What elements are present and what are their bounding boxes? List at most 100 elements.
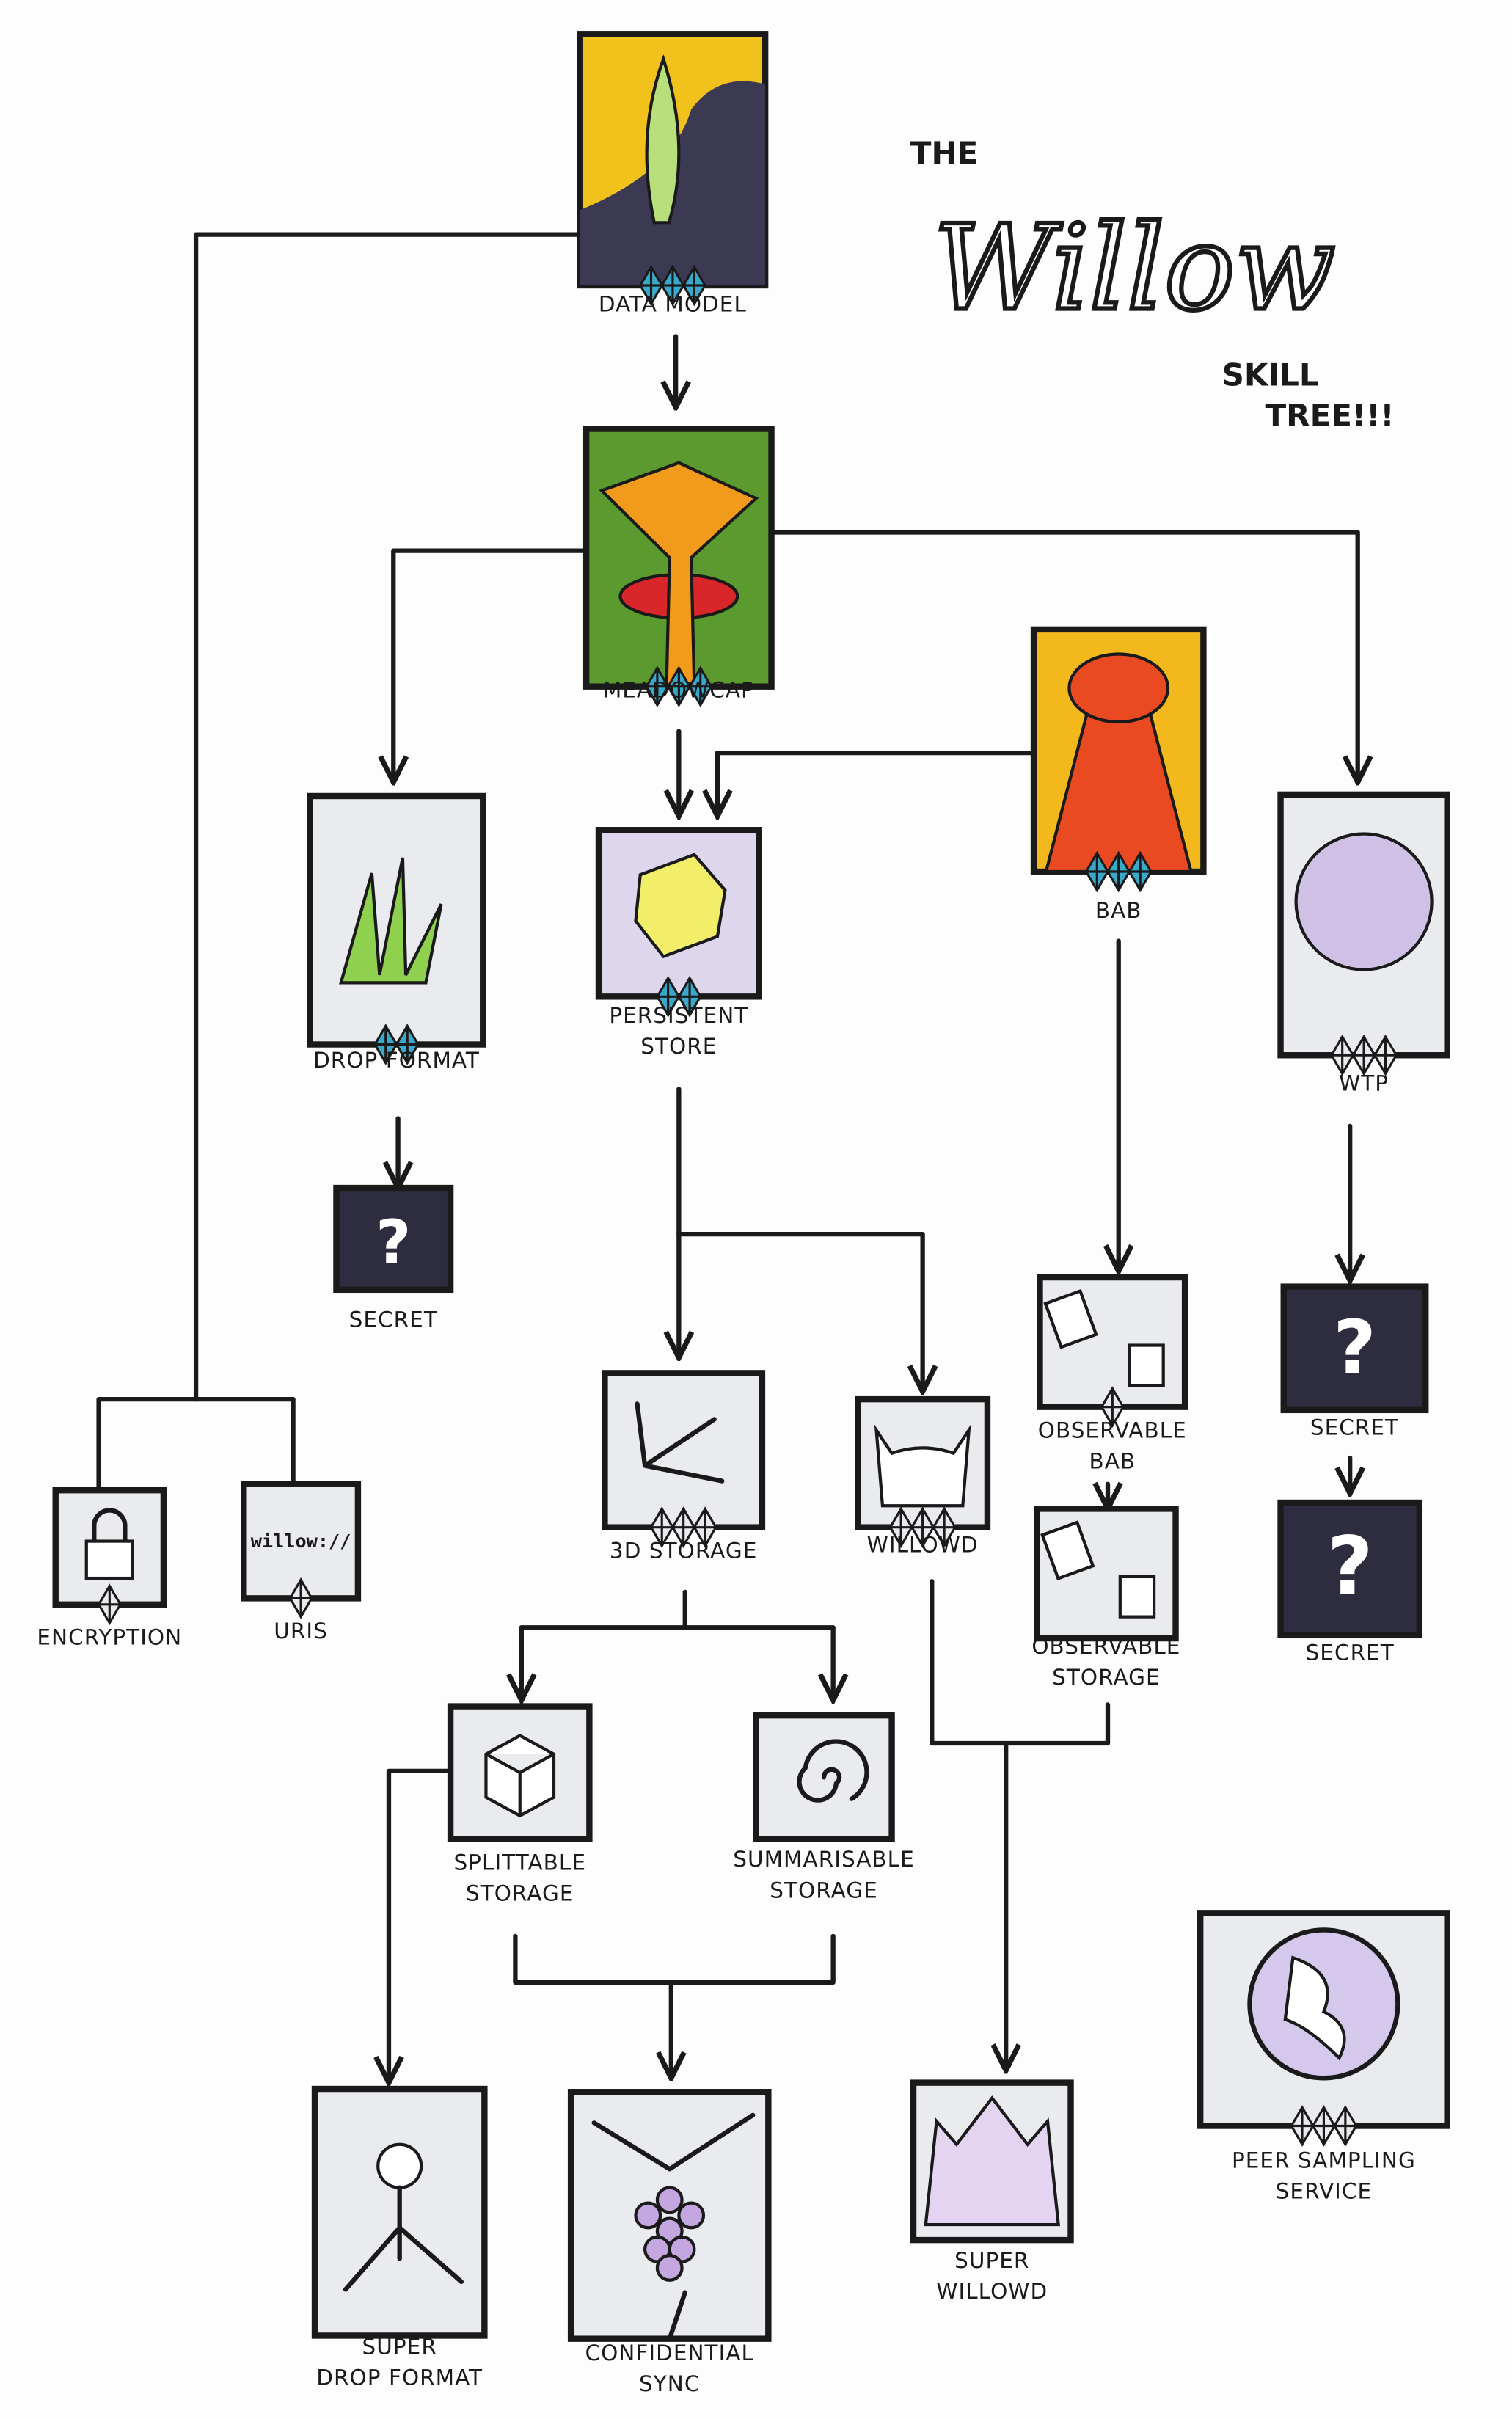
sprout-icon (645, 54, 681, 225)
skill-node-splittable-storage[interactable]: SPLITTABLE STORAGE (447, 1703, 593, 1906)
skill-node-data-model[interactable]: DATA MODEL (577, 31, 769, 317)
node-box (567, 2089, 772, 2342)
arrow-connector (676, 1231, 922, 1388)
node-label: WILLOWD (936, 2279, 1048, 2304)
gem-icon (671, 1506, 696, 1549)
lock-shackle-icon (92, 1508, 128, 1544)
node-label: 3D STORAGE (610, 1539, 757, 1564)
node-label: ENCRYPTION (37, 1624, 182, 1649)
node-label: WTP (1339, 1071, 1389, 1096)
split-cube-icon (484, 1734, 556, 1818)
node-box (1280, 1283, 1429, 1414)
grape-icon (655, 2186, 684, 2214)
gem-icon (660, 264, 685, 307)
skill-node-encryption[interactable]: ENCRYPTION (37, 1486, 182, 1649)
skill-node-secret-2[interactable]: ?SECRET (1280, 1283, 1429, 1440)
gem-icon (645, 665, 670, 708)
gem-icon (97, 1583, 122, 1626)
nodes: DATA MODEL MEADOWCAP BAB DROP FORMAT PERSIST… (37, 31, 1450, 2396)
node-label: SPLITTABLE (453, 1850, 586, 1875)
connector-line (930, 1579, 1111, 1746)
title-the: THE (910, 135, 979, 171)
3d-axes-icon (635, 1401, 725, 1484)
skill-node-meadowcap[interactable]: MEADOWCAP (582, 426, 775, 708)
skill-node-3d-storage[interactable]: 3D STORAGE (602, 1370, 766, 1564)
node-box (1277, 1499, 1423, 1639)
node-label: SERVICE (1276, 2178, 1372, 2203)
question-mark-icon: ? (1327, 1519, 1373, 1613)
node-label: STORAGE (1052, 1665, 1161, 1690)
crack-icon (591, 2112, 756, 2341)
connector-line (513, 1933, 836, 1985)
gem-icon (932, 1506, 957, 1549)
node-label: SUPER (954, 2248, 1029, 2273)
grape-icon (655, 2254, 684, 2282)
tower-icon (1067, 652, 1170, 724)
node-label: PERSISTENT (609, 1003, 748, 1028)
arrow-connector (389, 1768, 453, 2080)
node-label: DROP FORMAT (316, 2365, 483, 2390)
skill-node-uris[interactable]: willow:// URIS (241, 1481, 362, 1643)
gem-icon (682, 264, 706, 307)
gem-icon (888, 1506, 913, 1549)
grape-icon (634, 2201, 662, 2230)
node-label: STORE (640, 1034, 717, 1059)
title-tree: TREE!!! (1266, 397, 1395, 433)
fruit-slice-icon (1294, 832, 1434, 971)
skill-node-wtp[interactable]: WTP (1277, 791, 1450, 1096)
connector-line (193, 232, 582, 1402)
arrow-connector (769, 530, 1358, 778)
node-label: SUMMARISABLE (733, 1847, 915, 1872)
gem-icon (288, 1577, 313, 1619)
skill-node-willowd[interactable]: WILLOWD (855, 1395, 991, 1557)
willow-uri-text: willow:// (251, 1530, 351, 1552)
flower-icon (376, 2142, 423, 2189)
cube-icon (634, 853, 727, 959)
node-label: STORAGE (466, 1881, 574, 1906)
gem-icon (1290, 2105, 1315, 2147)
node-label: OBSERVABLE (1038, 1418, 1187, 1443)
gem-icon (666, 665, 691, 708)
skill-node-persistent-store[interactable]: PERSISTENT STORE (595, 827, 762, 1059)
telescope-icon (1040, 1520, 1095, 1581)
skill-node-bab[interactable]: BAB (1030, 626, 1207, 923)
skill-node-secret-1[interactable]: ?SECRET (333, 1184, 454, 1332)
gem-icon (1106, 850, 1131, 893)
gem-icon (638, 264, 664, 307)
lock-icon (84, 1539, 134, 1580)
arrow-connector (717, 750, 1037, 813)
node-box (602, 1370, 766, 1530)
gem-icon (1351, 1034, 1376, 1076)
node-label: DATA MODEL (599, 292, 747, 317)
node-label: CONFIDENTIAL (585, 2340, 753, 2365)
connectors (96, 232, 1358, 2080)
question-mark-icon: ? (376, 1207, 411, 1278)
gem-icon (693, 1506, 717, 1549)
gem-icon (688, 665, 713, 708)
flame-face-icon (924, 2095, 1061, 2227)
node-box (333, 1184, 454, 1294)
title-skill: SKILL (1222, 357, 1319, 393)
skill-node-drop-format[interactable]: DROP FORMAT (307, 792, 486, 1073)
continent-icon (1283, 1955, 1346, 2061)
node-label: URIS (274, 1619, 328, 1643)
grape-icon (677, 2201, 706, 2230)
gem-icon (656, 975, 681, 1018)
gem-icon (1311, 2105, 1336, 2147)
daemon-face-icon (874, 1424, 971, 1508)
node-label: SECRET (1306, 1640, 1395, 1665)
gem-icon (677, 975, 702, 1018)
question-mark-icon: ? (1333, 1304, 1376, 1390)
stem-icon (343, 2185, 464, 2292)
skill-node-super-willowd[interactable]: SUPER WILLOWD (910, 2079, 1074, 2304)
swirl-icon (797, 1739, 869, 1803)
gem-icon (1333, 2105, 1358, 2147)
gem-icon (1100, 1386, 1125, 1429)
skill-node-secret-3[interactable]: ? SECRET (1277, 1499, 1423, 1665)
